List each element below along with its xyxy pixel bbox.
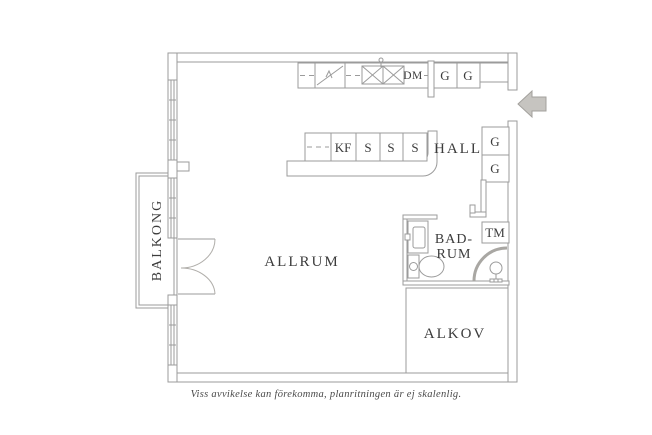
disclaimer-caption: Viss avvikelse kan förekomma, planritnin… [190,389,462,400]
wall-left-a [167,52,178,81]
shower-curtain-arc [472,246,508,282]
toilet-icon [407,254,445,279]
shower-icon [489,261,503,283]
hall-wardrobes: G G [481,126,510,183]
pantry-label: S [364,140,371,155]
washbasin-icon [404,220,429,254]
washing-machine-label: TM [485,225,505,240]
washing-machine: TM [481,221,510,244]
bathroom-walls [402,179,510,286]
cabinet-label: G [440,68,449,83]
room-label-badrum-1: BAD- [435,232,473,247]
wall-left-b [167,364,178,383]
alcove-outline [405,287,509,374]
wall-right-lower [507,120,518,383]
wall-kitchen-pier [427,60,435,98]
bathroom-fixtures: TM [404,220,510,283]
balcony-door-icon [178,238,216,295]
bath-door-jamb [469,211,487,218]
wall-left-pier1 [167,159,178,179]
room-label-badrum-2: RUM [437,247,472,262]
fridge-freezer-label: KF [335,140,352,155]
cabinet-label: G [463,68,472,83]
window-icon [167,304,178,366]
bath-wall-bottom [402,280,510,286]
wall-top [167,52,518,63]
room-label-hall: HALL [434,141,482,157]
bath-wall-top [402,214,438,220]
window-icon [167,79,178,161]
sink-icon [361,57,405,85]
wall-bottom [167,372,518,383]
room-label-balkong: BALKONG [150,199,165,281]
kitchen-peninsula: KF S S S [286,130,438,177]
pantry-label: S [411,140,418,155]
room-label-allrum: ALLRUM [264,254,339,270]
wardrobe-label: G [490,134,499,149]
stove-icon [316,65,344,86]
wardrobe-label: G [490,161,499,176]
entry-arrow-icon [517,89,547,119]
room-label-alkov: ALKOV [424,326,487,342]
bath-door-tab [469,204,476,214]
wall-left-pier2 [167,294,178,306]
wall-right-upper [507,52,518,91]
hall-divider-wall [480,179,487,218]
dishwasher-label: DM [403,70,423,82]
wall-pier-tab [176,161,190,172]
windows [167,79,178,366]
pantry-label: S [387,140,394,155]
bath-wall-left [402,214,408,286]
kitchen-counter: DM [297,57,429,89]
window-icon [167,177,178,239]
hall-top-cabinets: G G [433,62,509,89]
